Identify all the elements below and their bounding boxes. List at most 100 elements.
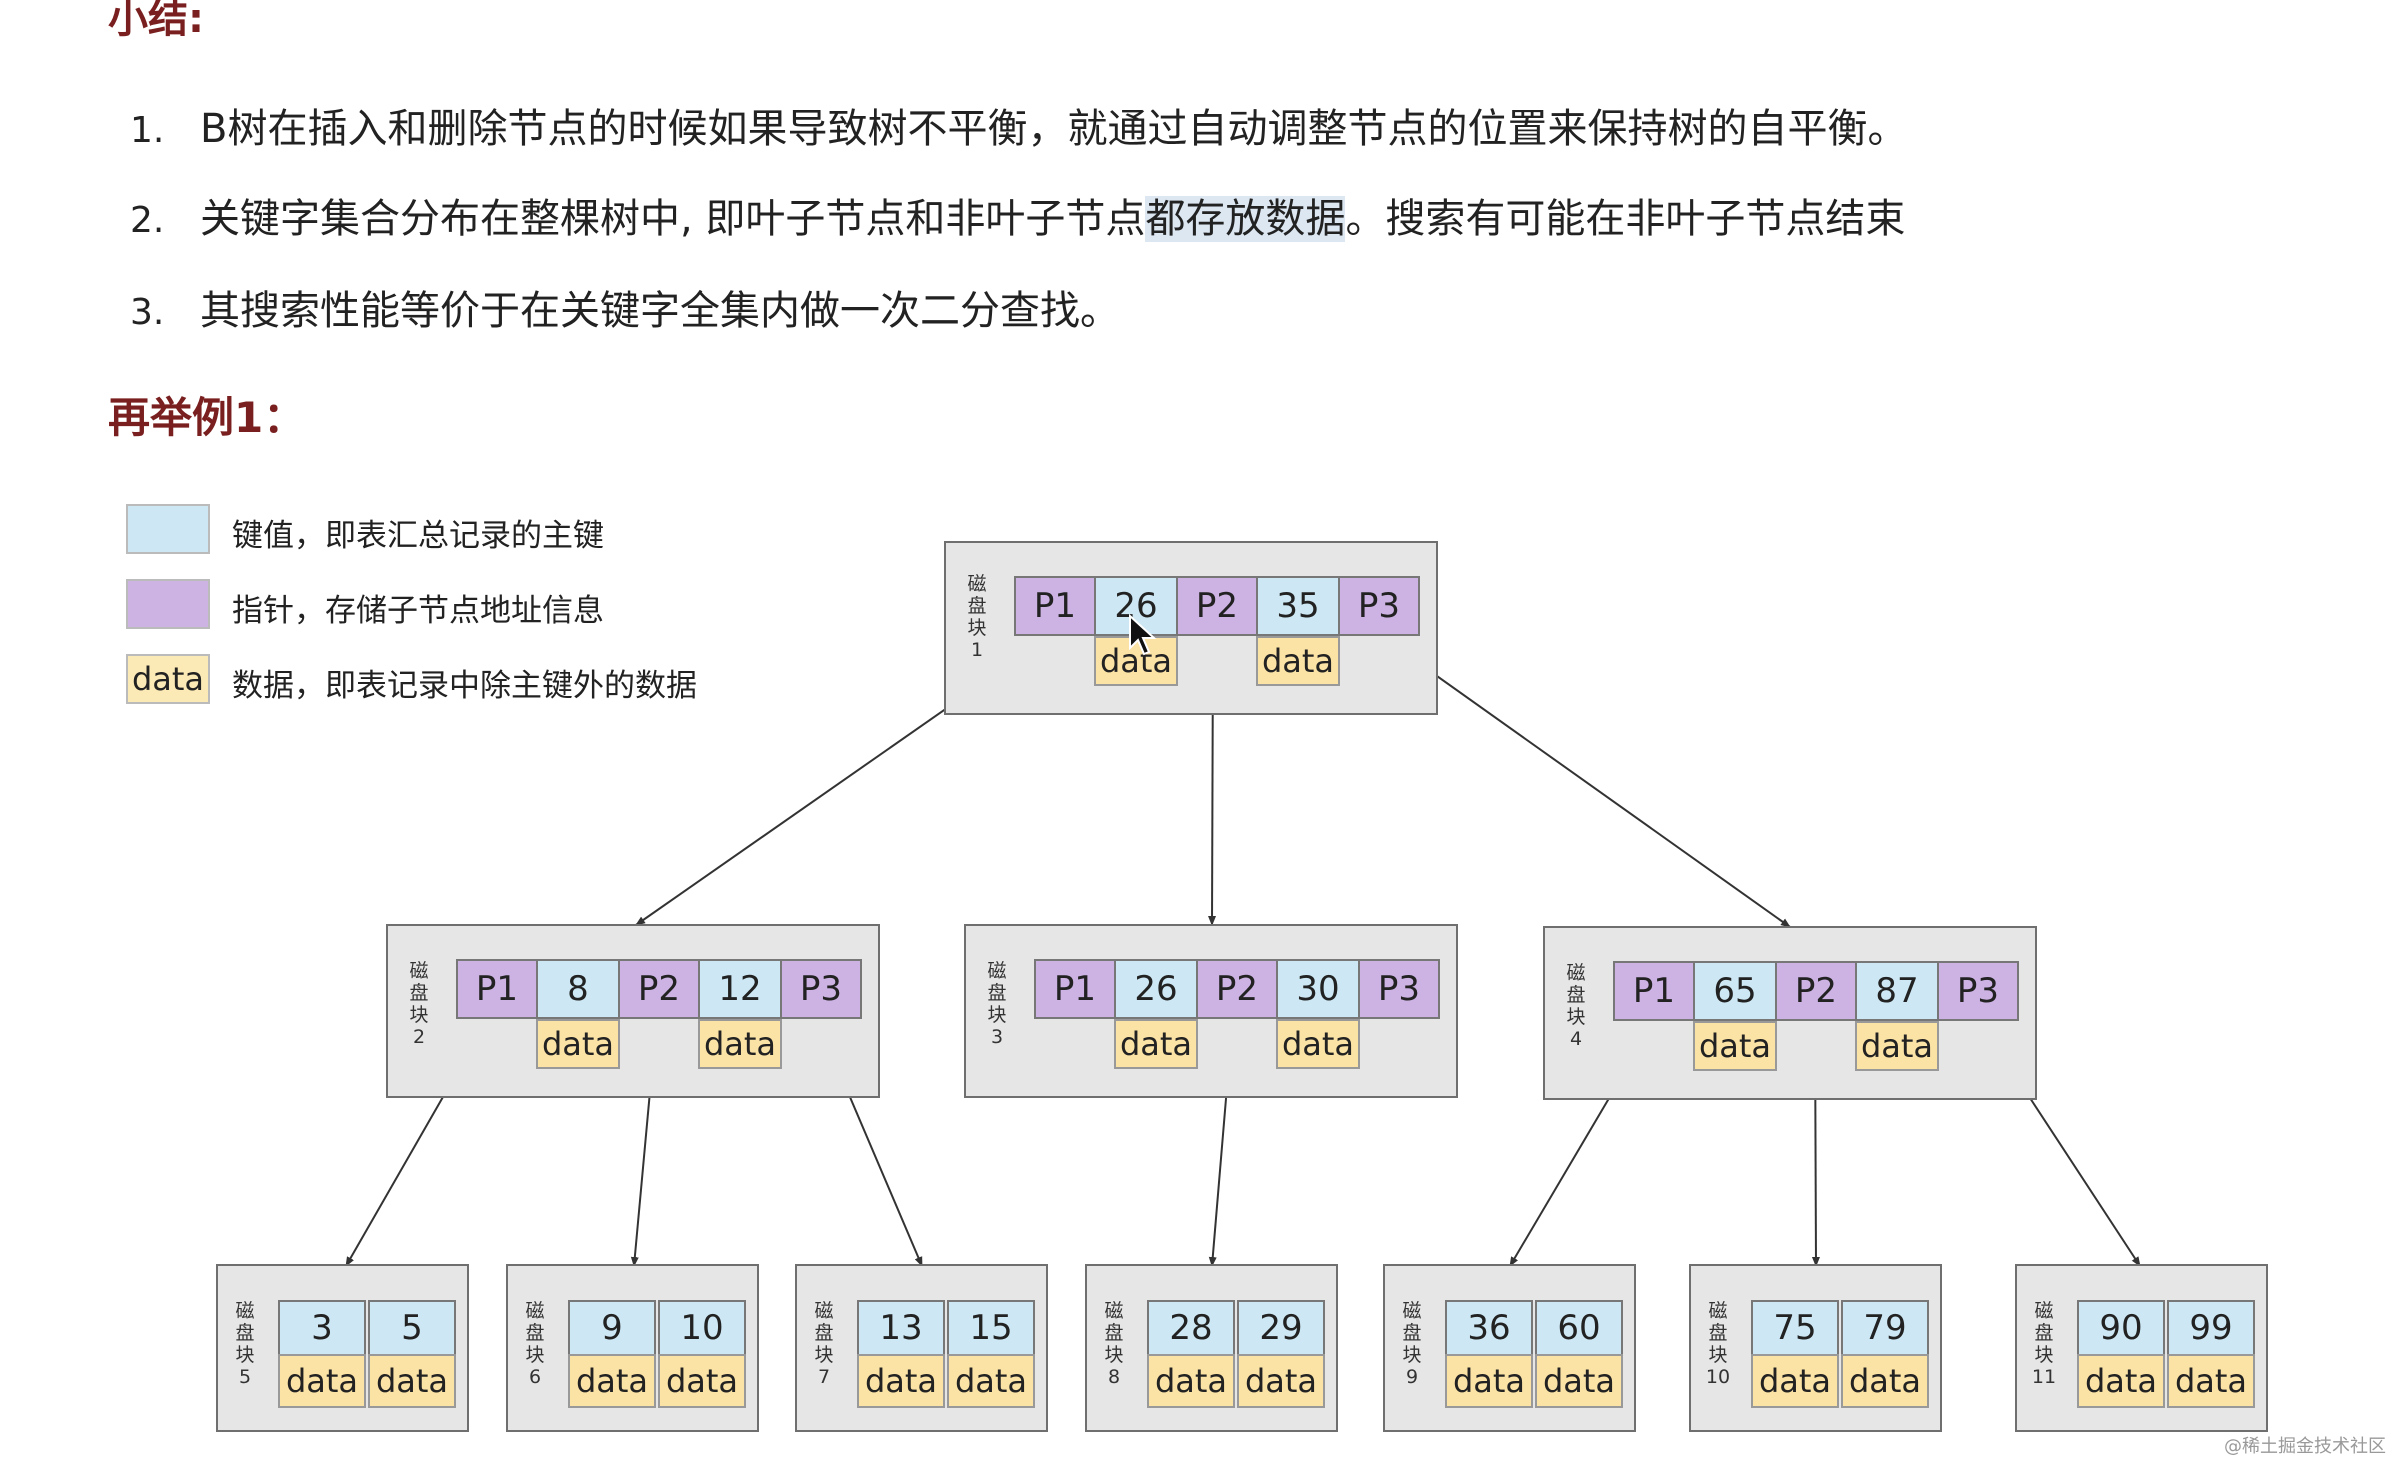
pointer-p3: P3 [1358, 959, 1440, 1019]
key-cell: 13 [857, 1300, 945, 1356]
data-cell: data [698, 1019, 782, 1069]
data-cell: data [1276, 1019, 1360, 1069]
highlighted-text[interactable]: 都存放数据 [1145, 196, 1346, 242]
key-cell: 90 [2077, 1300, 2165, 1356]
data-cell: data [1535, 1354, 1623, 1408]
pointer-p2: P2 [1176, 576, 1258, 636]
list-number: 3. [130, 292, 165, 333]
pointer-p3: P3 [1338, 576, 1420, 636]
list-text: B树在插入和删除节点的时候如果导致树不平衡，就通过自动调整节点的位置来保持树的自… [200, 106, 1908, 152]
data-cell: data [1751, 1354, 1839, 1408]
pointer-p1: P1 [1034, 959, 1116, 1019]
key-cell: 5 [368, 1300, 456, 1356]
key-cell: 28 [1147, 1300, 1235, 1356]
key-cell: 12 [698, 959, 782, 1019]
legend-pointer-swatch [126, 579, 210, 629]
list-text: 其搜索性能等价于在关键字全集内做一次二分查找。 [200, 288, 1120, 334]
list-text: 关键字集合分布在整棵树中, 即叶子节点和非叶子节点 [200, 196, 1146, 242]
legend-data-swatch: data [126, 654, 210, 704]
key-cell: 30 [1276, 959, 1360, 1019]
legend-key-text: 键值，即表汇总记录的主键 [232, 518, 604, 554]
key-cell: 36 [1445, 1300, 1533, 1356]
data-cell: data [1445, 1354, 1533, 1408]
key-cell: 60 [1535, 1300, 1623, 1356]
pointer-p1: P1 [1014, 576, 1096, 636]
pointer-p1: P1 [1613, 961, 1695, 1021]
list-text-tail: 。搜索有可能在非叶子节点结束 [1345, 196, 1906, 242]
key-cell: 26 [1114, 959, 1198, 1019]
data-cell: data [1094, 636, 1178, 686]
data-cell: data [368, 1354, 456, 1408]
data-cell: data [1237, 1354, 1325, 1408]
list-number: 2. [130, 200, 165, 241]
data-cell: data [278, 1354, 366, 1408]
legend-data-text: 数据，即表记录中除主键外的数据 [232, 668, 697, 704]
summary-item-2: 2. 关键字集合分布在整棵树中, 即叶子节点和非叶子节点都存放数据。搜索有可能在非… [130, 186, 1905, 244]
key-cell: 75 [1751, 1300, 1839, 1356]
list-number: 1. [130, 110, 165, 151]
key-cell: 99 [2167, 1300, 2255, 1356]
summary-item-3: 3. 其搜索性能等价于在关键字全集内做一次二分查找。 [130, 278, 1120, 336]
key-cell: 65 [1693, 961, 1777, 1021]
key-cell: 35 [1256, 576, 1340, 636]
pointer-p1: P1 [456, 959, 538, 1019]
key-cell: 87 [1855, 961, 1939, 1021]
pointer-p2: P2 [1775, 961, 1857, 1021]
data-cell: data [2167, 1354, 2255, 1408]
data-cell: data [568, 1354, 656, 1408]
example-heading: 再举例1： [108, 393, 306, 442]
data-cell: data [857, 1354, 945, 1408]
legend-key-swatch [126, 504, 210, 554]
mouse-cursor-icon [1129, 614, 1157, 656]
pointer-p2: P2 [1196, 959, 1278, 1019]
summary-item-1: 1. B树在插入和删除节点的时候如果导致树不平衡，就通过自动调整节点的位置来保持树… [130, 96, 1907, 154]
data-cell: data [1841, 1354, 1929, 1408]
pointer-p3: P3 [780, 959, 862, 1019]
key-cell: 9 [568, 1300, 656, 1356]
key-cell: 15 [947, 1300, 1035, 1356]
pointer-p3: P3 [1937, 961, 2019, 1021]
data-cell: data [2077, 1354, 2165, 1408]
data-cell: data [1256, 636, 1340, 686]
summary-heading: 小结: [108, 0, 204, 42]
data-cell: data [947, 1354, 1035, 1408]
edge-1-4 [1374, 631, 1791, 928]
data-cell: data [536, 1019, 620, 1069]
key-cell: 3 [278, 1300, 366, 1356]
data-cell: data [658, 1354, 746, 1408]
pointer-p2: P2 [618, 959, 700, 1019]
key-cell: 79 [1841, 1300, 1929, 1356]
data-cell: data [1147, 1354, 1235, 1408]
watermark: @稀土掘金技术社区 [2224, 1436, 2386, 1457]
key-cell: 10 [658, 1300, 746, 1356]
data-cell: data [1693, 1021, 1777, 1071]
legend-pointer-text: 指针，存储子节点地址信息 [232, 593, 604, 629]
key-cell: 8 [536, 959, 620, 1019]
data-cell: data [1114, 1019, 1198, 1069]
key-cell: 29 [1237, 1300, 1325, 1356]
data-cell: data [1855, 1021, 1939, 1071]
